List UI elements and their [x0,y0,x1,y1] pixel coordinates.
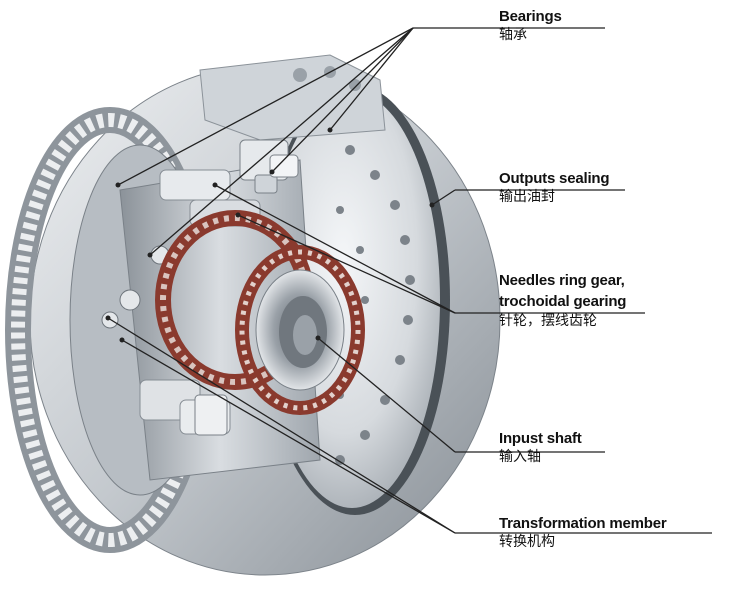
label-needles-zh: 针轮，摆线齿轮 [499,312,597,329]
label-outputs-sealing-zh: 输出油封 [499,189,555,206]
label-bearings-zh: 轴承 [499,27,527,44]
label-input-shaft: Inpust shaft 输入轴 [499,430,582,465]
label-bearings: Bearings 轴承 [499,8,562,43]
label-bearings-en: Bearings [499,8,562,25]
input-shaft [255,269,345,391]
label-needles-en-line1: Needles ring gear, [499,272,625,289]
label-input-shaft-en: Inpust shaft [499,430,582,447]
label-needles-en-line2: trochoidal gearing [499,293,627,311]
label-transformation-zh: 转换机构 [499,534,555,551]
leader-lines [107,27,712,534]
label-outputs-sealing-en: Outputs sealing [499,170,610,187]
label-outputs-sealing: Outputs sealing 输出油封 [499,170,610,206]
label-transformation-member: Transformation member 转换机构 [499,515,667,550]
leader-dots [105,127,435,343]
label-needles-ring-gear: Needles ring gear, trochoidal gearing 针轮… [499,272,626,329]
label-input-shaft-zh: 输入轴 [499,449,541,466]
flange-holes [335,145,415,465]
bearing-blocks [194,139,299,436]
label-transformation-en: Transformation member [499,515,667,532]
